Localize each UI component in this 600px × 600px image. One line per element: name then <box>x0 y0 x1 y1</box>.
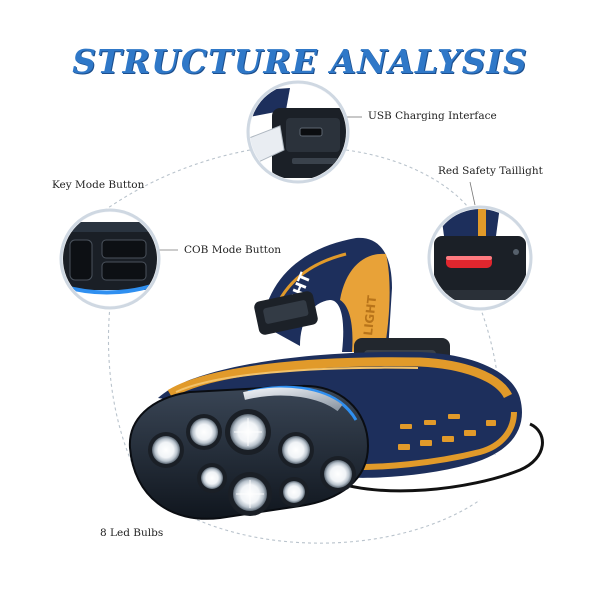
headlamp: LIGHT LIGHT <box>128 237 544 520</box>
taillight-callout <box>427 205 533 311</box>
label-usb-charging-interface: USB Charging Interface <box>368 110 497 122</box>
leader-lines <box>157 116 476 251</box>
label-cob-mode-button: COB Mode Button <box>184 244 282 256</box>
label-red-safety-taillight: Red Safety Taillight <box>438 165 543 177</box>
label-8-led-bulbs: 8 Led Bulbs <box>100 527 164 539</box>
dashed-orbit <box>104 149 501 544</box>
mode-buttons-callout <box>59 208 161 310</box>
usb-interface-callout <box>246 80 350 184</box>
page-title: STRUCTURE ANALYSIS <box>72 42 528 81</box>
label-key-mode-button: Key Mode Button <box>52 179 145 191</box>
strap-text-back: LIGHT <box>361 294 379 336</box>
